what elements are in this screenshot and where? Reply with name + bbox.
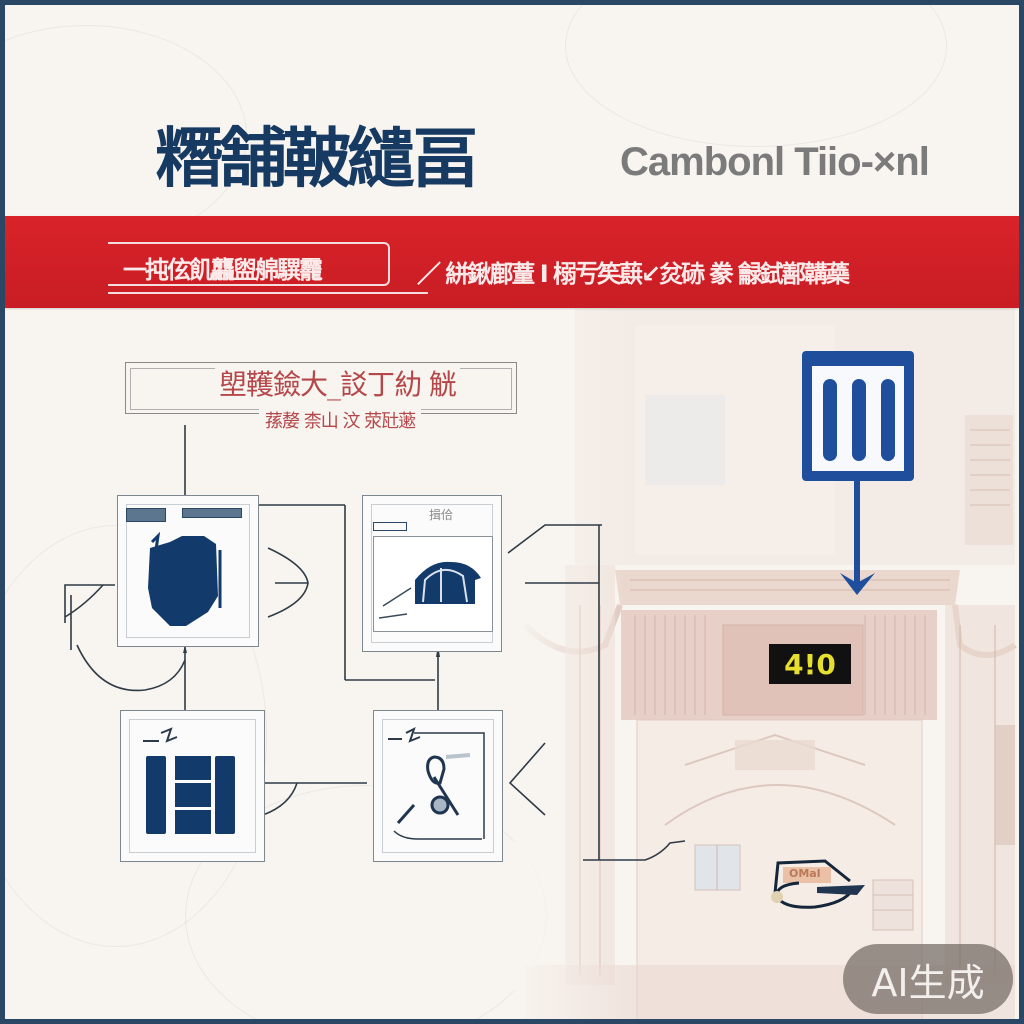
node-header-label: 揖佮 — [429, 508, 454, 522]
callout-graphic — [802, 351, 914, 595]
node-inner-frame — [382, 719, 494, 853]
banner-right-label: ／ 絣鍬鄜蕫 I 榒亐笶蕻↙炃硳 豢 龣鉽鄯韝蘃 — [417, 260, 850, 288]
banner-boxed-label: 一扽伭飢龘盥艊龭龗 — [123, 256, 323, 284]
subtitle: Cambonl Tiio-×nl — [620, 140, 930, 184]
subheading-caption: 蓀嫠 柰山 汶 荥瓧藗 — [259, 407, 422, 433]
subheading-title: 塱韄鐱大_訤丁糼 觥 — [215, 363, 460, 403]
flow-node-1[interactable] — [117, 495, 259, 647]
car-badge-icon — [771, 859, 865, 909]
node-inner-frame — [129, 719, 256, 853]
banner-label-frame — [108, 242, 390, 286]
ai-generated-watermark: AI生成 — [843, 944, 1013, 1014]
flow-node-3[interactable] — [120, 710, 265, 862]
chest-icon — [148, 531, 222, 626]
node-inner-frame — [126, 504, 250, 638]
arrow-down-icon — [840, 481, 875, 595]
red-banner: 一扽伭飢龘盥艊龭龗 ／ 絣鍬鄜蕫 I 榒亐笶蕻↙炃硳 豢 龣鉽鄯韝蘃 — [5, 216, 1019, 308]
building-plaque: 4!0 — [769, 644, 851, 684]
dome-icon — [378, 561, 481, 619]
car-badge-text: OMal — [789, 867, 821, 880]
node-tab — [126, 508, 166, 522]
banner-underline — [108, 292, 428, 294]
node-tab — [182, 508, 242, 518]
building-background — [515, 295, 1017, 1019]
node-tab — [373, 522, 407, 531]
columns-layout-icon — [143, 727, 235, 834]
main-title: 糣舗鞁繾畐 — [155, 120, 479, 197]
tools-icon — [388, 727, 485, 840]
three-bars-sign-icon — [802, 351, 914, 481]
flow-node-2[interactable]: 揖佮 — [362, 495, 502, 652]
flow-node-4[interactable] — [373, 710, 503, 862]
infographic-canvas: 糣舗鞁繾畐 Cambonl Tiio-×nl 一扽伭飢龘盥艊龭龗 ／ 絣鍬鄜蕫 … — [5, 5, 1019, 1019]
